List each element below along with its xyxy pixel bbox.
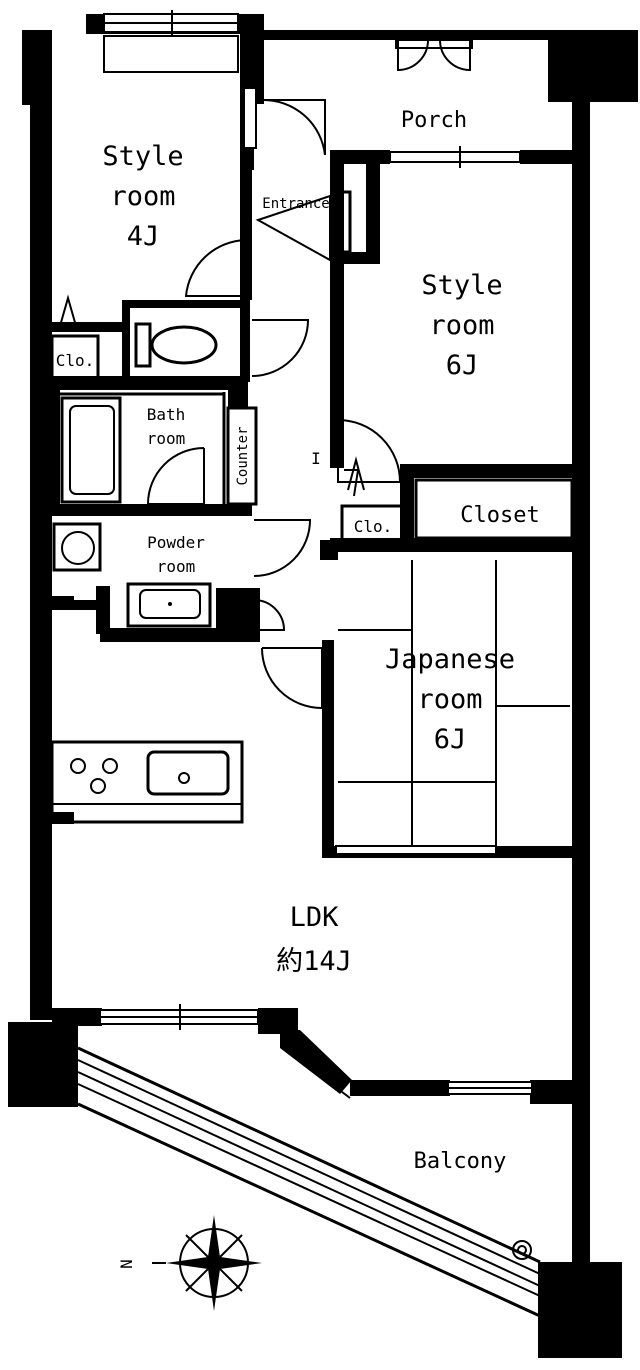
kitchen-counter (50, 740, 244, 824)
bath-room-label-1: Bath (147, 405, 186, 424)
style-room-6j-label-1: Style (421, 270, 502, 301)
washing-machine-icon (52, 522, 102, 572)
compass-north-label: N (117, 1259, 136, 1269)
room-labels: Style room 4J Porch Entrance Style room … (56, 108, 540, 1269)
japanese-room-label-1: Japanese (385, 644, 515, 675)
style-room-6j-label-2: room (429, 310, 494, 341)
style-room-6j-label-3: 6J (446, 350, 479, 381)
balcony (77, 1046, 541, 1318)
bath-room-label-2: room (147, 429, 186, 448)
counter-label: Counter (235, 426, 251, 485)
balcony-label: Balcony (414, 1149, 507, 1174)
ldk-label-1: LDK (290, 902, 340, 933)
japanese-room-label-2: room (417, 684, 482, 715)
bathtub-icon (60, 396, 122, 504)
stove-icon (70, 758, 118, 794)
style-room-4j-label-1: Style (102, 141, 183, 172)
style-room-4j-label-3: 4J (127, 221, 160, 252)
porch-label: Porch (401, 108, 467, 133)
fixtures (50, 294, 570, 846)
closet-label: Closet (460, 503, 539, 528)
sink-icon (126, 582, 212, 628)
entrance-label: Entrance (262, 196, 329, 212)
style-room-4j-label-2: room (110, 181, 175, 212)
japanese-room-label-3: 6J (434, 724, 467, 755)
doors (146, 39, 473, 710)
windows (99, 10, 533, 1099)
compass-rose-icon (152, 1215, 262, 1311)
ldk-label-2: 約14J (276, 946, 352, 977)
closet-small-mid-label: Clo. (354, 517, 393, 536)
interior-walls (50, 87, 576, 858)
powder-room-label-1: Powder (147, 533, 205, 552)
kitchen-sink-icon (146, 750, 230, 796)
corridor-mark: I (311, 449, 321, 468)
powder-room-label-2: room (157, 557, 196, 576)
closet-small-left-label: Clo. (56, 351, 95, 370)
toilet-icon (134, 322, 218, 368)
